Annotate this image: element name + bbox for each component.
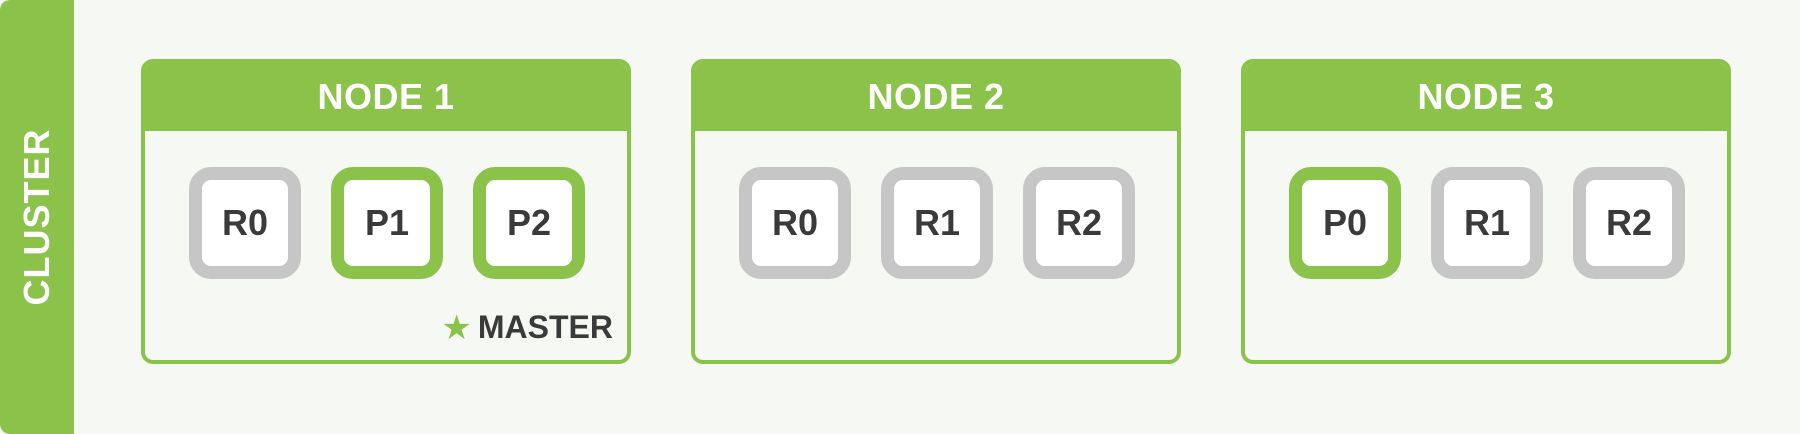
master-badge: ★ MASTER xyxy=(441,309,613,346)
shard-replica: R2 xyxy=(1023,167,1135,279)
node-title: NODE 1 xyxy=(317,76,455,117)
node-header: NODE 2 xyxy=(695,63,1177,131)
master-label: MASTER xyxy=(477,309,613,345)
shard-label: R2 xyxy=(1605,202,1653,243)
node-header: NODE 3 xyxy=(1245,63,1727,131)
shard-primary: P1 xyxy=(331,167,443,279)
shard-label: P2 xyxy=(506,202,552,243)
shard-label: R1 xyxy=(913,202,961,243)
node-title: NODE 2 xyxy=(867,76,1005,117)
shard-label: R0 xyxy=(771,202,819,243)
shard-primary: P0 xyxy=(1289,167,1401,279)
shard-label: R1 xyxy=(1463,202,1511,243)
shard-list: P0 R1 R2 xyxy=(1289,167,1685,279)
shard-replica: R1 xyxy=(881,167,993,279)
node-1: NODE 1 R0 P1 P2 ★ MASTER xyxy=(141,59,631,364)
shard-replica: R0 xyxy=(189,167,301,279)
node-header: NODE 1 xyxy=(145,63,627,131)
shard-label: R2 xyxy=(1055,202,1103,243)
shard-primary: P2 xyxy=(473,167,585,279)
node-2: NODE 2 R0 R1 R2 xyxy=(691,59,1181,364)
shard-list: R0 R1 R2 xyxy=(739,167,1135,279)
cluster-bar: CLUSTER xyxy=(0,0,74,434)
star-icon: ★ xyxy=(441,308,472,347)
shard-label: P0 xyxy=(1322,202,1368,243)
shard-label: R0 xyxy=(221,202,269,243)
shard-replica: R1 xyxy=(1431,167,1543,279)
shard-replica: R2 xyxy=(1573,167,1685,279)
shard-list: R0 P1 P2 xyxy=(189,167,585,279)
node-3: NODE 3 P0 R1 R2 xyxy=(1241,59,1731,364)
node-title: NODE 3 xyxy=(1417,76,1555,117)
cluster-label: CLUSTER xyxy=(16,128,57,306)
shard-replica: R0 xyxy=(739,167,851,279)
shard-label: P1 xyxy=(364,202,410,243)
